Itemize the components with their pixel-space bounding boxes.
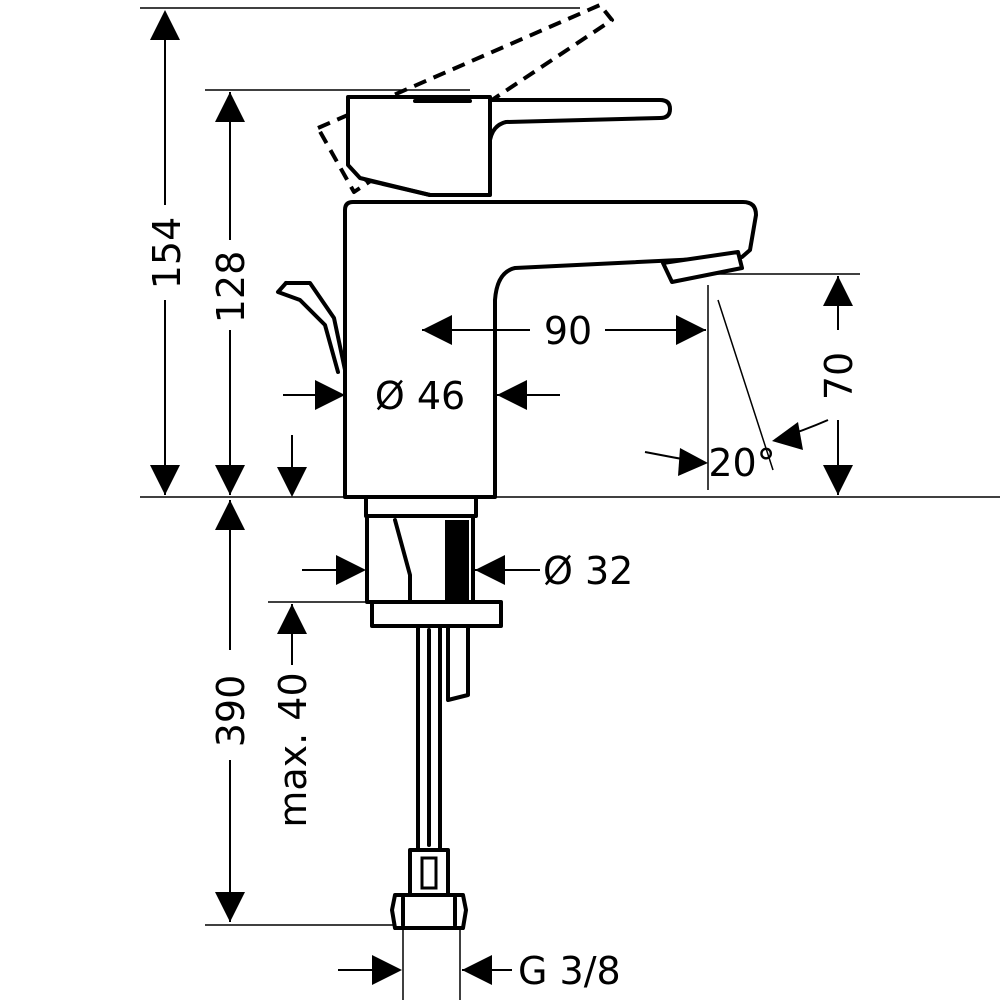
- dim-diameter-46-label: Ø 46: [375, 374, 465, 418]
- dim-390-label: 390: [209, 675, 253, 748]
- dimension-lines: [150, 10, 853, 985]
- dim-90-label: 90: [544, 309, 592, 353]
- base-ring: [364, 495, 478, 518]
- lever: [488, 98, 672, 142]
- dim-70-label: 70: [817, 352, 861, 400]
- dim-154-label: 154: [145, 217, 189, 290]
- faucet-outline: [276, 3, 758, 930]
- mounting-nut: [370, 600, 503, 628]
- hose-nut: [390, 893, 468, 930]
- aerator: [661, 250, 744, 284]
- popup-connector: [446, 624, 470, 702]
- lever-open-position: [316, 3, 614, 194]
- dim-max-40-label: max. 40: [271, 672, 315, 827]
- dim-thread-label: G 3/8: [518, 949, 621, 993]
- faucet-body: [343, 200, 758, 499]
- dim-128-label: 128: [209, 251, 253, 324]
- popup-rod: [284, 281, 347, 372]
- dim-angle-20-label: 20°: [708, 441, 775, 485]
- dim-diameter-32-label: Ø 32: [543, 549, 633, 593]
- extension-lines: [140, 7, 1000, 1000]
